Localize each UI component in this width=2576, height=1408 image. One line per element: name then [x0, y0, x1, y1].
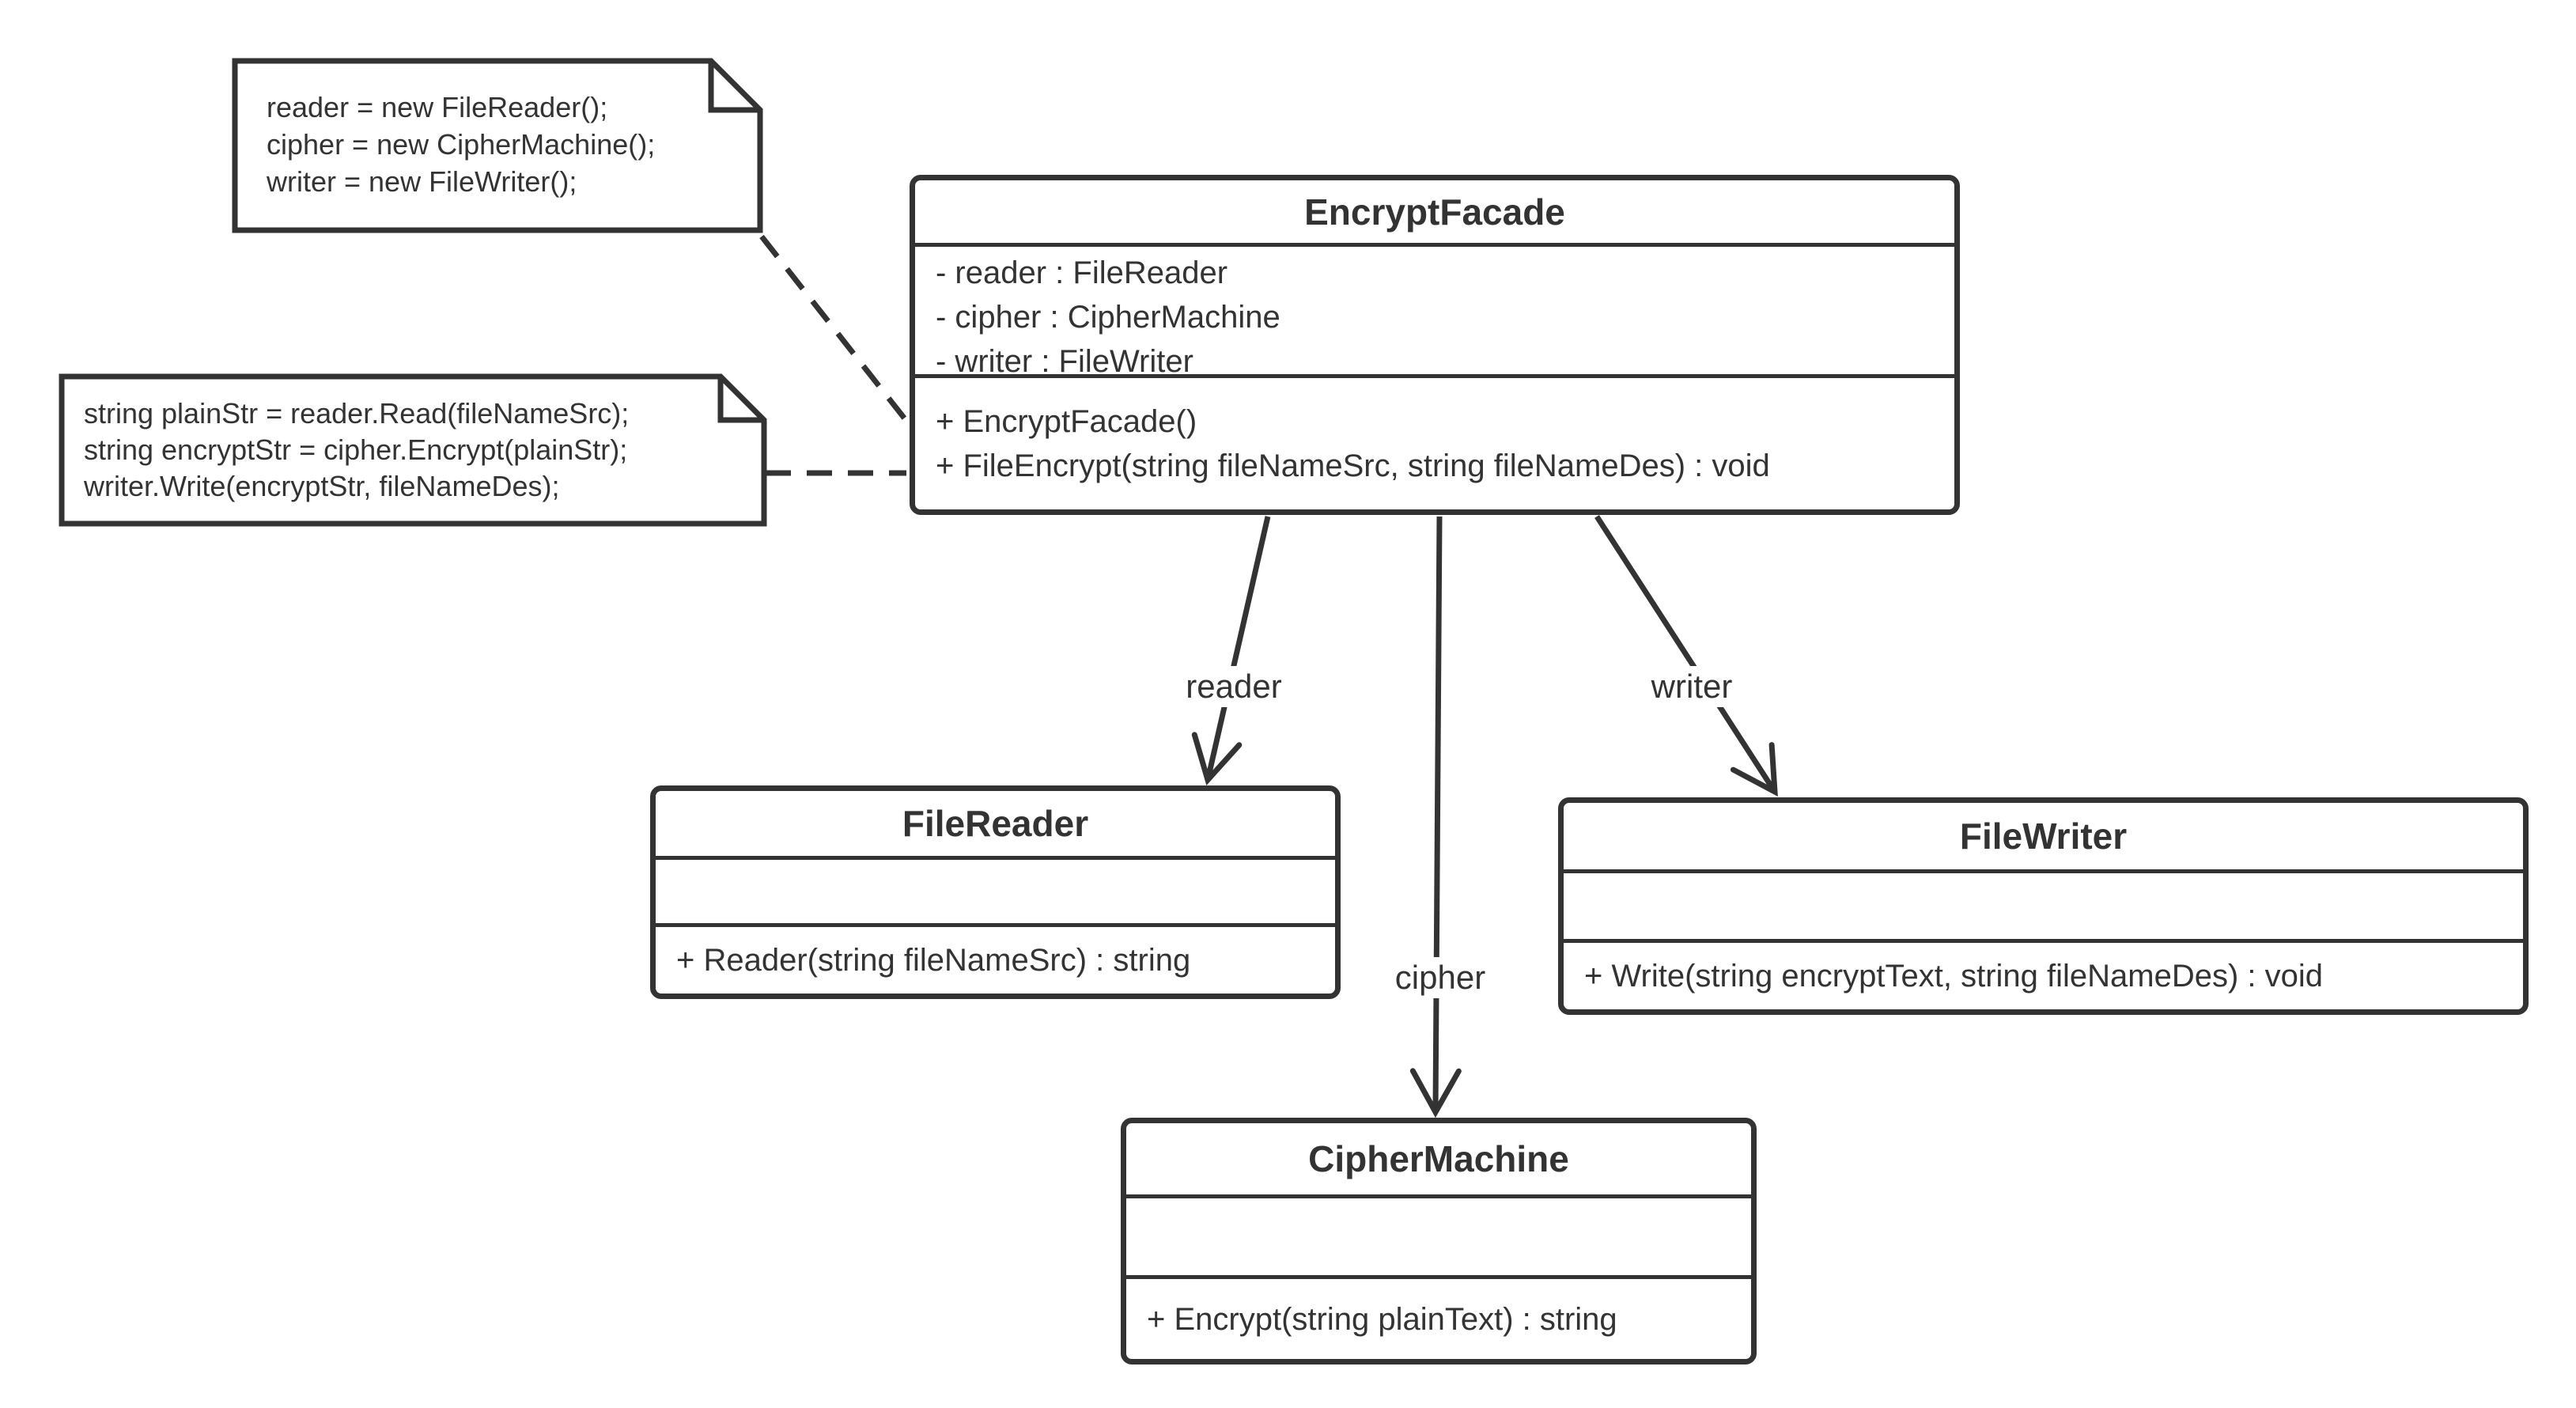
note-line: cipher = new CipherMachine();: [267, 128, 656, 161]
class-filereader: FileReader + Reader(string fileNameSrc) …: [650, 785, 1341, 999]
class-encryptfacade: EncryptFacade - reader : FileReader - ci…: [910, 175, 1960, 515]
class-attributes-section: [656, 860, 1335, 927]
note-line: reader = new FileReader();: [267, 91, 608, 123]
association-label-writer: writer: [1640, 666, 1744, 707]
note-fold-icon: [708, 61, 760, 113]
reader-association-arrow: [1191, 516, 1271, 786]
method-row: + FileEncrypt(string fileNameSrc, string…: [936, 449, 1770, 483]
class-title: EncryptFacade: [915, 180, 1954, 247]
class-methods-section: + Encrypt(string plainText) : string: [1126, 1279, 1751, 1359]
attribute-row: - writer : FileWriter: [936, 344, 1193, 379]
class-title: CipherMachine: [1126, 1123, 1751, 1198]
class-title: FileWriter: [1564, 803, 2523, 873]
class-ciphermachine: CipherMachine + Encrypt(string plainText…: [1121, 1118, 1757, 1364]
class-methods-section: + Write(string encryptText, string fileN…: [1564, 943, 2523, 1009]
class-attributes-section: [1126, 1198, 1751, 1279]
class-title: FileReader: [656, 791, 1335, 860]
class-methods-section: + Reader(string fileNameSrc) : string: [656, 927, 1335, 994]
method-row: + Reader(string fileNameSrc) : string: [676, 943, 1191, 978]
class-filewriter: FileWriter + Write(string encryptText, s…: [1558, 797, 2529, 1015]
association-label-cipher: cipher: [1383, 957, 1497, 998]
note-constructor-code: reader = new FileReader(); cipher = new …: [267, 89, 655, 200]
class-attributes-section: [1564, 873, 2523, 943]
note-line: writer.Write(encryptStr, fileNameDes);: [84, 470, 560, 502]
writer-association-arrow: [1594, 515, 1778, 797]
method-row: + EncryptFacade(): [936, 404, 1197, 439]
note-shape-fileencrypt: [59, 373, 767, 527]
method-row: + Write(string encryptText, string fileN…: [1584, 959, 2324, 994]
note-shape-constructor: [232, 58, 763, 233]
attribute-row: - cipher : CipherMachine: [936, 300, 1280, 335]
association-label-reader: reader: [1175, 666, 1293, 707]
note1-anchor-dashed-line: [759, 234, 909, 423]
class-methods-section: + EncryptFacade() + FileEncrypt(string f…: [915, 378, 1954, 509]
note-line: string encryptStr = cipher.Encrypt(plain…: [84, 433, 628, 466]
attribute-row: - reader : FileReader: [936, 255, 1228, 290]
class-attributes-section: - reader : FileReader - cipher : CipherM…: [915, 247, 1954, 379]
note-line: writer = new FileWriter();: [267, 165, 577, 198]
note-fileencrypt-code: string plainStr = reader.Read(fileNameSr…: [84, 396, 629, 505]
note-line: string plainStr = reader.Read(fileNameSr…: [84, 397, 630, 430]
cipher-association-arrow: [1409, 516, 1462, 1118]
method-row: + Encrypt(string plainText) : string: [1147, 1301, 1617, 1337]
note-fold-icon: [717, 377, 764, 423]
